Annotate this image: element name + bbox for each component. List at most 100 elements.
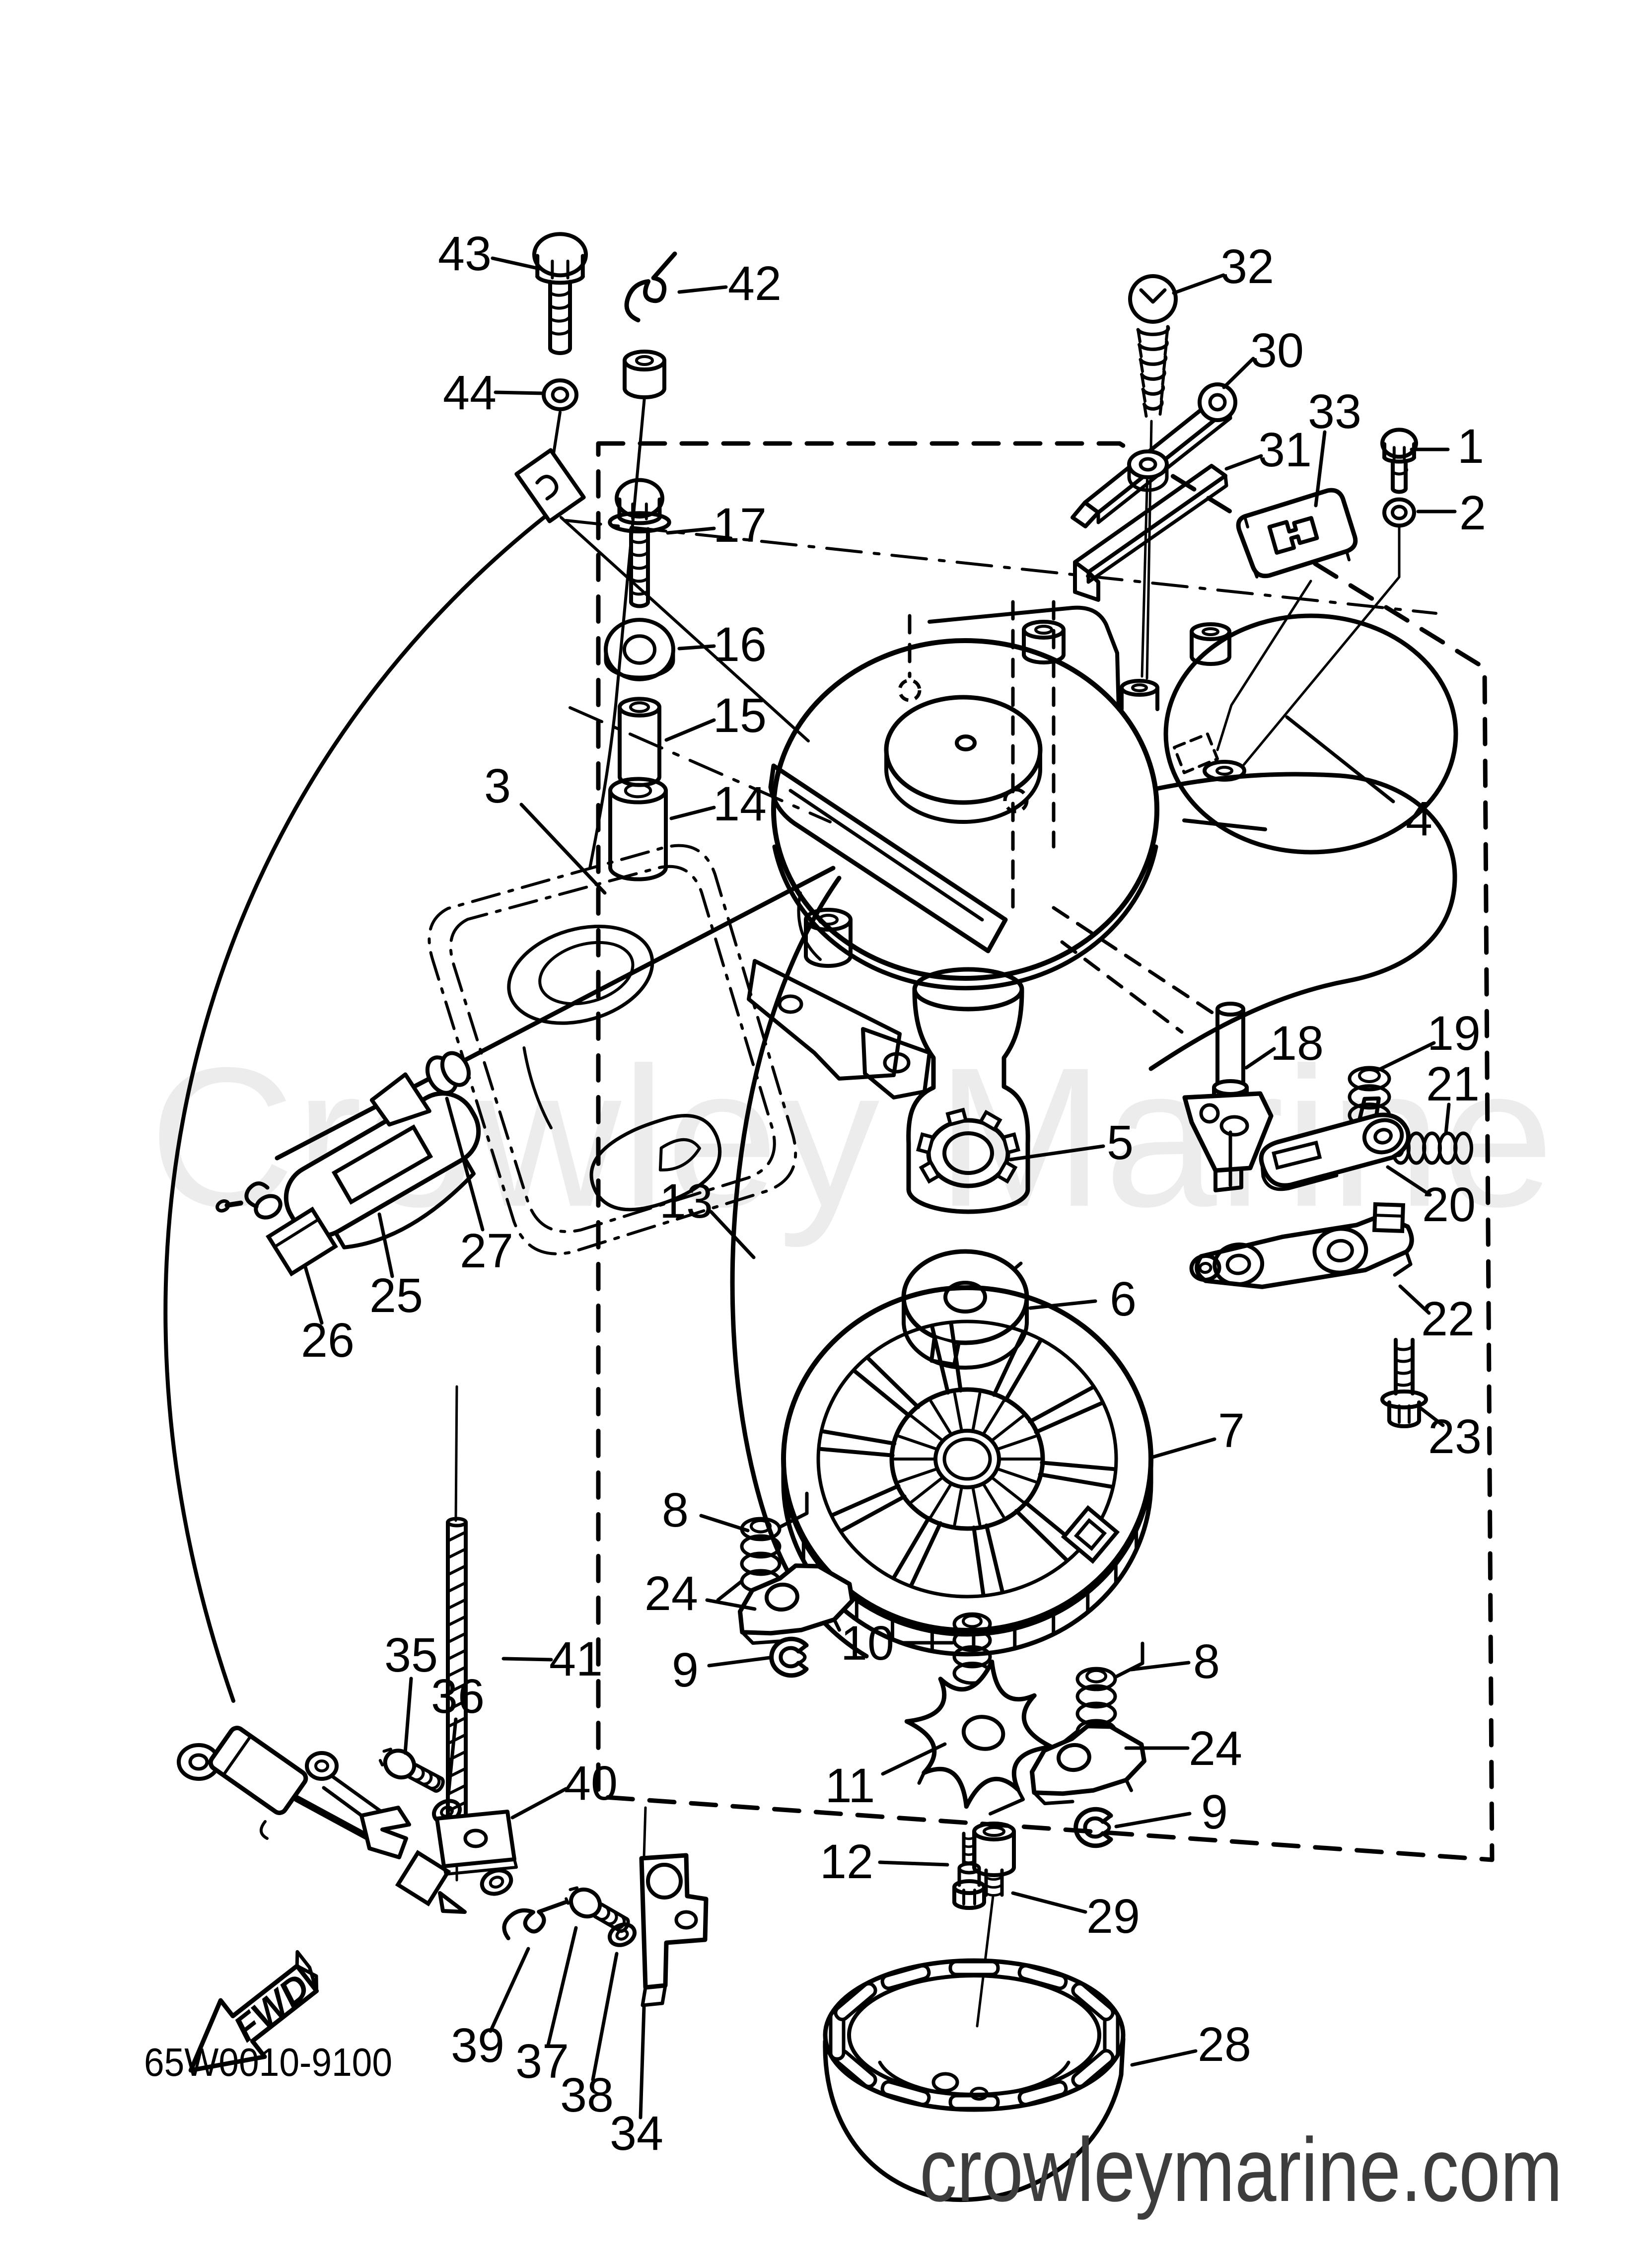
callout-8: 8 <box>1129 1634 1220 1688</box>
washer-16 <box>604 618 675 681</box>
callout-11: 11 <box>825 1742 947 1813</box>
callout-4: 4 <box>1285 715 1432 846</box>
callout-number: 43 <box>438 226 492 281</box>
callout-13: 13 <box>659 1174 756 1259</box>
starter-case-3-4 <box>747 449 1458 1214</box>
cable-anchor-bracket <box>514 448 586 523</box>
callout-33: 33 <box>1308 384 1361 508</box>
starter-pulley-7 <box>781 1285 1153 1657</box>
callout-number: 8 <box>1193 1634 1220 1688</box>
callout-number: 29 <box>1086 1889 1140 1943</box>
callout-number: 41 <box>549 1632 603 1686</box>
callout-29: 29 <box>1011 1889 1140 1943</box>
callout-3: 3 <box>484 759 607 895</box>
callout-number: 1 <box>1457 419 1484 473</box>
callout-number: 2 <box>1459 486 1486 540</box>
callout-38: 38 <box>560 1952 619 2122</box>
callout-number: 12 <box>820 1834 873 1889</box>
callout-number: 44 <box>443 366 497 420</box>
clip-42 <box>624 251 677 323</box>
callout-number: 6 <box>1110 1272 1137 1326</box>
callout-number: 18 <box>1270 1016 1324 1070</box>
callout-44: 44 <box>443 366 545 420</box>
callout-37: 37 <box>515 1926 578 2088</box>
callout-number: 30 <box>1250 323 1304 377</box>
callout-41: 41 <box>501 1632 603 1686</box>
callout-number: 35 <box>384 1628 438 1682</box>
callout-8: 8 <box>662 1483 750 1537</box>
callout-number: 20 <box>1422 1177 1476 1232</box>
drive-plate-11 <box>904 1659 1054 1816</box>
callout-23: 23 <box>1415 1403 1482 1463</box>
callout-number: 24 <box>644 1566 698 1620</box>
starter-stop-pin-18 <box>1182 1002 1274 1192</box>
callout-20: 20 <box>1386 1165 1476 1232</box>
callout-number: 34 <box>610 2106 663 2160</box>
bracket-arm-22 <box>1189 1202 1414 1289</box>
callout-2: 2 <box>1416 486 1486 540</box>
callout-number: 25 <box>369 1268 423 1322</box>
bracket-40 <box>435 1810 518 1876</box>
bolt-17 <box>608 478 671 608</box>
callout-31: 31 <box>1224 423 1312 477</box>
callout-number: 11 <box>825 1758 875 1813</box>
callout-9: 9 <box>672 1643 772 1697</box>
fwd-arrow-3d-edge <box>295 1950 319 1993</box>
callout-27: 27 <box>445 1097 513 1278</box>
bolt-43 <box>532 232 588 355</box>
plate-30 <box>1071 382 1237 528</box>
fwd-arrow-outline <box>188 1964 319 2073</box>
callout-number: 22 <box>1421 1292 1475 1346</box>
callout-35: 35 <box>384 1628 438 1755</box>
grommet-washer <box>480 1868 513 1896</box>
callout-15: 15 <box>664 688 767 742</box>
parts-layer <box>163 232 1495 2202</box>
callout-40: 40 <box>510 1756 618 1820</box>
callout-number: 37 <box>515 2034 569 2088</box>
plate-31 <box>1073 464 1228 602</box>
callout-32: 32 <box>1172 239 1274 295</box>
callout-number: 24 <box>1189 1721 1242 1775</box>
callout-number: 31 <box>1258 423 1312 477</box>
callout-number: 17 <box>713 498 767 552</box>
pawl-24-right <box>1029 1724 1146 1806</box>
part-number: 65W0010-9100 <box>144 2040 392 2084</box>
assembly-boundary <box>596 441 1495 1862</box>
website-footer: crowleymarine.com <box>920 2119 1563 2220</box>
callout-34: 34 <box>610 2005 663 2160</box>
callout-18: 18 <box>1244 1016 1324 1070</box>
stop-lever-20 <box>1259 1096 1411 1191</box>
callout-12: 12 <box>820 1834 949 1889</box>
washer-2 <box>1382 497 1416 528</box>
callout-number: 40 <box>564 1756 618 1810</box>
callout-number: 7 <box>1218 1403 1245 1458</box>
callout-7: 7 <box>1151 1403 1245 1459</box>
collar-14 <box>608 777 668 881</box>
bolt-35 <box>378 1748 445 1793</box>
callout-number: 32 <box>1220 239 1274 293</box>
callout-25: 25 <box>369 1212 423 1322</box>
callout-number: 23 <box>1428 1409 1482 1463</box>
starter-cup-28 <box>823 1958 1126 2202</box>
handle-25-26-27 <box>215 1051 481 1277</box>
callout-14: 14 <box>669 777 767 831</box>
callout-number: 5 <box>1107 1115 1134 1170</box>
callout-number: 14 <box>713 777 767 831</box>
throttle-linkage <box>177 1726 467 1914</box>
bolt-37 <box>565 1886 630 1933</box>
phantom-cowling <box>428 844 797 1255</box>
callout-number: 10 <box>841 1616 894 1670</box>
callout-number: 39 <box>451 2018 504 2072</box>
callout-9: 9 <box>1114 1785 1228 1839</box>
callout-24: 24 <box>644 1566 757 1620</box>
callout-24: 24 <box>1124 1721 1242 1775</box>
callout-36: 36 <box>431 1669 485 1797</box>
callout-number: 3 <box>484 759 511 813</box>
callout-number: 42 <box>728 256 782 310</box>
callout-17: 17 <box>666 498 767 552</box>
callout-number: 13 <box>659 1174 713 1228</box>
callout-number: 36 <box>431 1669 485 1723</box>
callout-43: 43 <box>438 226 541 281</box>
